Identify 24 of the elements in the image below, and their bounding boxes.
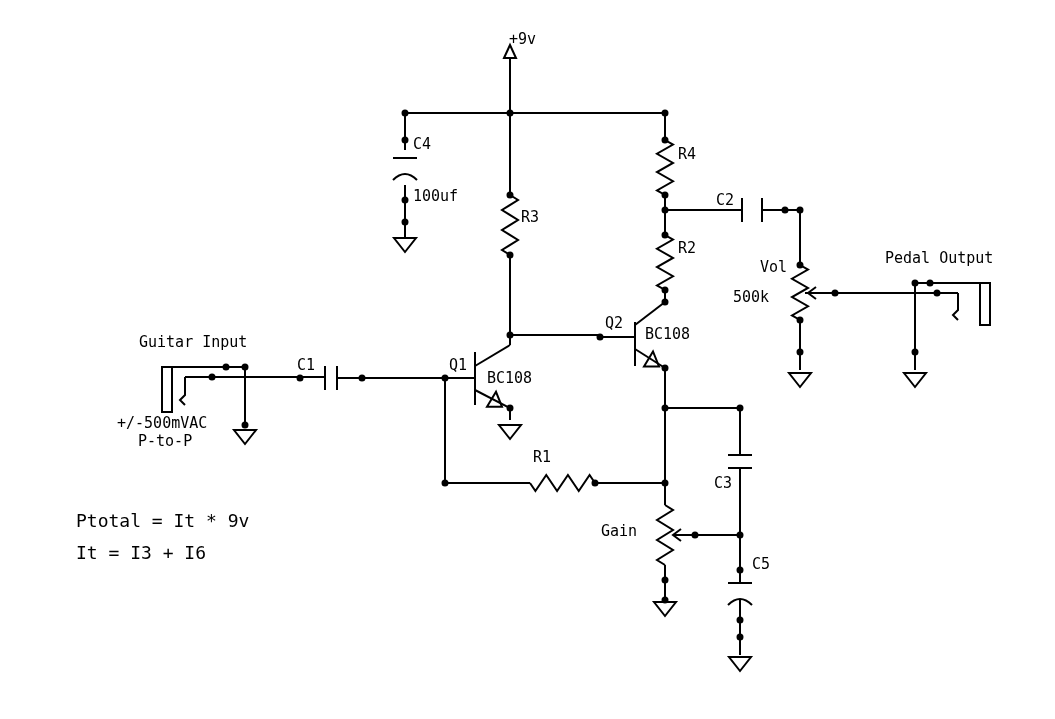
formula-note: Ptotal = It * 9v	[76, 511, 250, 531]
component-label: 100uf	[413, 188, 459, 205]
component-label: C4	[413, 136, 432, 153]
component-label: Pedal Output	[885, 250, 994, 267]
component-label: R1	[533, 449, 552, 466]
component-label: R3	[521, 209, 540, 226]
formula-note: It = I3 + I6	[76, 543, 207, 563]
component-label: Guitar Input	[139, 334, 248, 351]
component-label: C5	[752, 556, 771, 573]
component-label: BC108	[645, 326, 691, 343]
component-label: C1	[297, 357, 316, 374]
component-label: P-to-P	[138, 433, 193, 450]
component-label: +/-500mVAC	[117, 415, 208, 432]
component-label: BC108	[487, 370, 533, 387]
component-label: Vol	[760, 259, 788, 276]
component-label: Q1	[449, 357, 468, 374]
component-label: Gain	[601, 523, 638, 540]
component-label: 500k	[733, 289, 770, 306]
component-label: Q2	[605, 315, 624, 332]
component-label: C2	[716, 192, 735, 209]
component-label: R4	[678, 146, 697, 163]
component-label: C3	[714, 475, 733, 492]
component-label: +9v	[509, 31, 537, 48]
component-label: R2	[678, 240, 697, 257]
